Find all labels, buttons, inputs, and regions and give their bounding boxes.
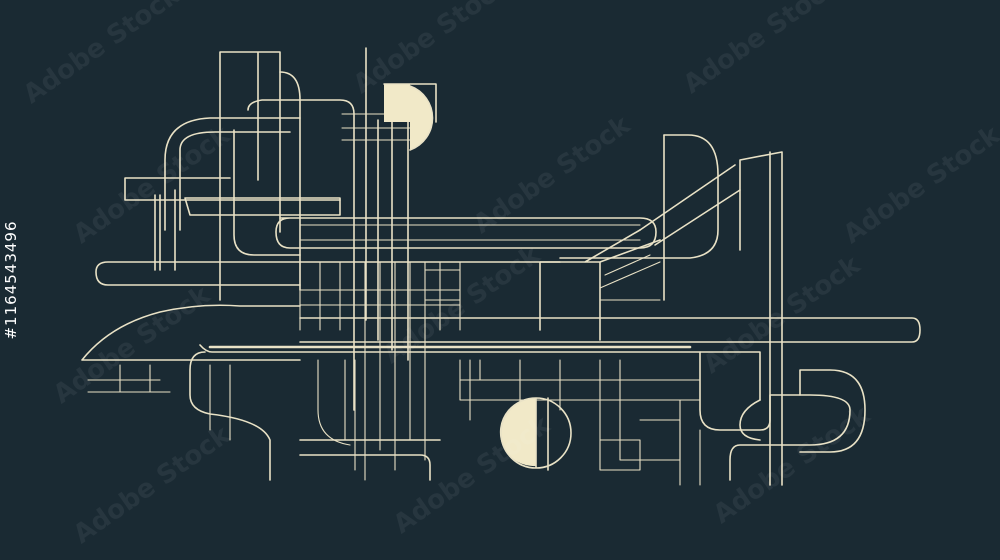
loop-2	[739, 369, 866, 453]
fin-legs	[87, 364, 231, 441]
stairs	[599, 254, 661, 301]
right-wall	[663, 134, 783, 486]
horizontal-tube	[275, 217, 657, 249]
long-bar-top	[299, 317, 921, 343]
lower-grid	[317, 359, 701, 471]
arch-left-inner	[179, 131, 291, 231]
arch-left	[164, 117, 301, 231]
tube-lines	[299, 224, 641, 241]
right-loop	[699, 351, 851, 481]
middle-grid	[299, 261, 461, 481]
diagonal-brace	[639, 164, 741, 246]
mid-bars	[184, 197, 341, 216]
left-tower	[219, 51, 281, 301]
lower-box	[299, 439, 441, 481]
left-bars	[124, 177, 341, 271]
long-bar-bottom	[189, 344, 701, 481]
lower-right-box	[599, 419, 701, 486]
mid-wide-bar	[95, 261, 561, 286]
top-circle	[383, 83, 437, 151]
top-verticals	[365, 47, 409, 361]
stock-id-label: #1164543496	[2, 220, 20, 340]
right-box	[539, 229, 661, 341]
vertical-pipe-2	[247, 99, 355, 411]
top-arch	[279, 71, 301, 291]
vertical-pipe-1	[233, 129, 301, 256]
right-arch	[559, 134, 719, 259]
bottom-circle	[499, 397, 572, 471]
